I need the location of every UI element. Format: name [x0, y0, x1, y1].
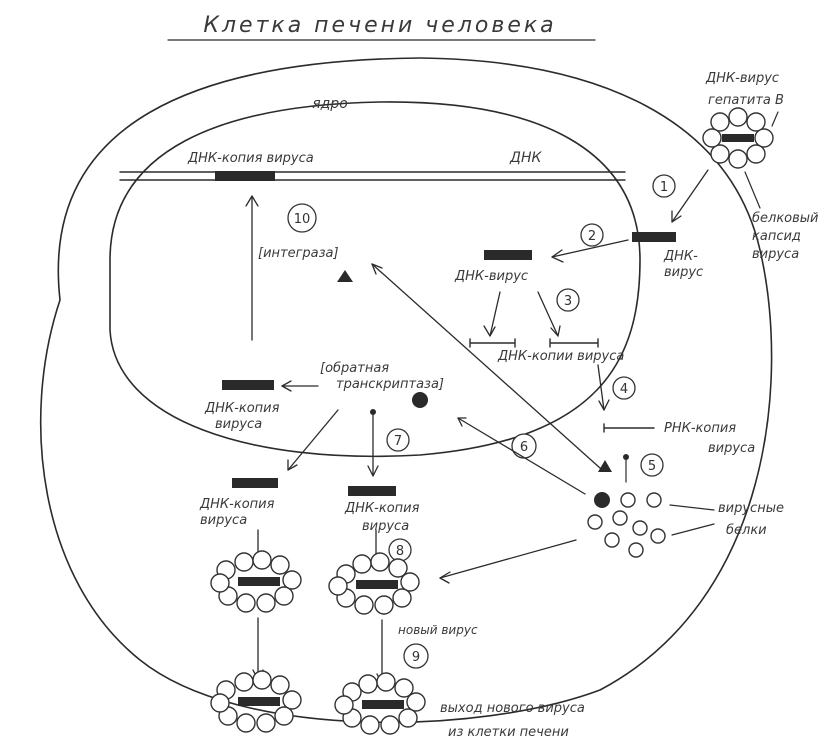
reverse-transcriptase-dot-icon [412, 392, 428, 408]
new-virion-mid [334, 672, 426, 735]
reverse-transcriptase-label-2: транскриптаза] [336, 377, 444, 392]
dna-copy-bottom-mid-label-2: вируса [362, 519, 409, 534]
step-7-marker [386, 428, 410, 452]
rna-copy-label-1: РНК-копия [664, 421, 736, 436]
virus-dna-nucleus-label: ДНК-вирус [454, 269, 528, 284]
dna-copy-bottom-mid-label-1: ДНК-копия [344, 501, 420, 516]
exit-label-2: из клетки печени [448, 725, 569, 740]
diagram-title: Клетка печени человека [203, 13, 556, 38]
step-8-number: 8 [396, 544, 404, 559]
step-6-number: 6 [520, 440, 528, 455]
viral-proteins-label-1: вирусные [718, 501, 784, 516]
new-virus-label: новый вирус [398, 623, 478, 637]
dna-copy-bottom-left-label-2: вируса [200, 513, 247, 528]
dna-copy-bottom-left-label-1: ДНК-копия [199, 497, 275, 512]
step-7-number: 7 [394, 434, 402, 449]
step-2-marker [580, 223, 604, 247]
dna-label: ДНК [509, 150, 542, 166]
step-2-number: 2 [588, 229, 596, 244]
viral-proteins-label-2: белки [726, 523, 767, 538]
step-4-number: 4 [620, 382, 628, 397]
dna-copy-left-block [222, 380, 274, 390]
integrase-label: [интеграза] [258, 246, 339, 261]
dna-copy-bottom-mid-block [348, 486, 396, 496]
cell-membrane [39, 57, 773, 724]
virus-dna-cyto-block [632, 232, 676, 242]
step-9-marker [403, 643, 429, 669]
virion-assembled-mid [328, 552, 420, 615]
step-3-marker [556, 288, 580, 312]
virion-assembled-left [210, 550, 302, 613]
step-9-number: 9 [412, 650, 420, 665]
protein-capsid-label-2: капсид [752, 229, 801, 244]
step-1-number: 1 [660, 180, 668, 195]
step5-triangle-icon [598, 460, 612, 472]
reverse-transcriptase-label-1: [обратная [320, 361, 389, 376]
step-3-number: 3 [564, 294, 572, 309]
step-5-number: 5 [648, 459, 656, 474]
viral-proteins-cluster [587, 492, 666, 558]
virus-dna-nucleus-block [484, 250, 532, 260]
hepatitis-virus-label-1: ДНК-вирус [705, 71, 779, 86]
nucleus-label: ядро [312, 96, 348, 112]
exit-label-1: выход нового вируса [440, 701, 585, 716]
dna-copy-label-top: ДНК-копия вируса [187, 151, 314, 166]
dna-copy-left-label-1: ДНК-копия [204, 401, 280, 416]
virus-dna-cyto-label-1: ДНК- [663, 249, 698, 264]
nucleus-membrane [109, 101, 641, 458]
hepatitis-b-virus-particle [702, 107, 774, 169]
dna-copies-nucleus-label: ДНК-копии вируса [497, 349, 624, 364]
new-virion-left [210, 670, 302, 733]
dna-copy-bottom-left-block [232, 478, 278, 488]
integrase-triangle-icon [337, 270, 353, 282]
integrated-viral-dna-block [215, 171, 275, 181]
protein-capsid-label-1: белковый [752, 211, 819, 226]
assembly-polymerase-dot-icon [594, 492, 610, 508]
step-5-marker [640, 453, 664, 477]
step-4-marker [612, 376, 636, 400]
rna-copy-label-2: вируса [708, 441, 755, 456]
protein-capsid-label-3: вируса [752, 247, 799, 262]
step-10-marker [287, 203, 317, 233]
hepatitis-virus-label-2: гепатита В [708, 93, 784, 108]
virus-dna-cyto-label-2: вирус [664, 265, 703, 280]
dna-copy-left-label-2: вируса [215, 417, 262, 432]
step-1-marker [652, 174, 676, 198]
step-10-number: 10 [294, 212, 311, 227]
